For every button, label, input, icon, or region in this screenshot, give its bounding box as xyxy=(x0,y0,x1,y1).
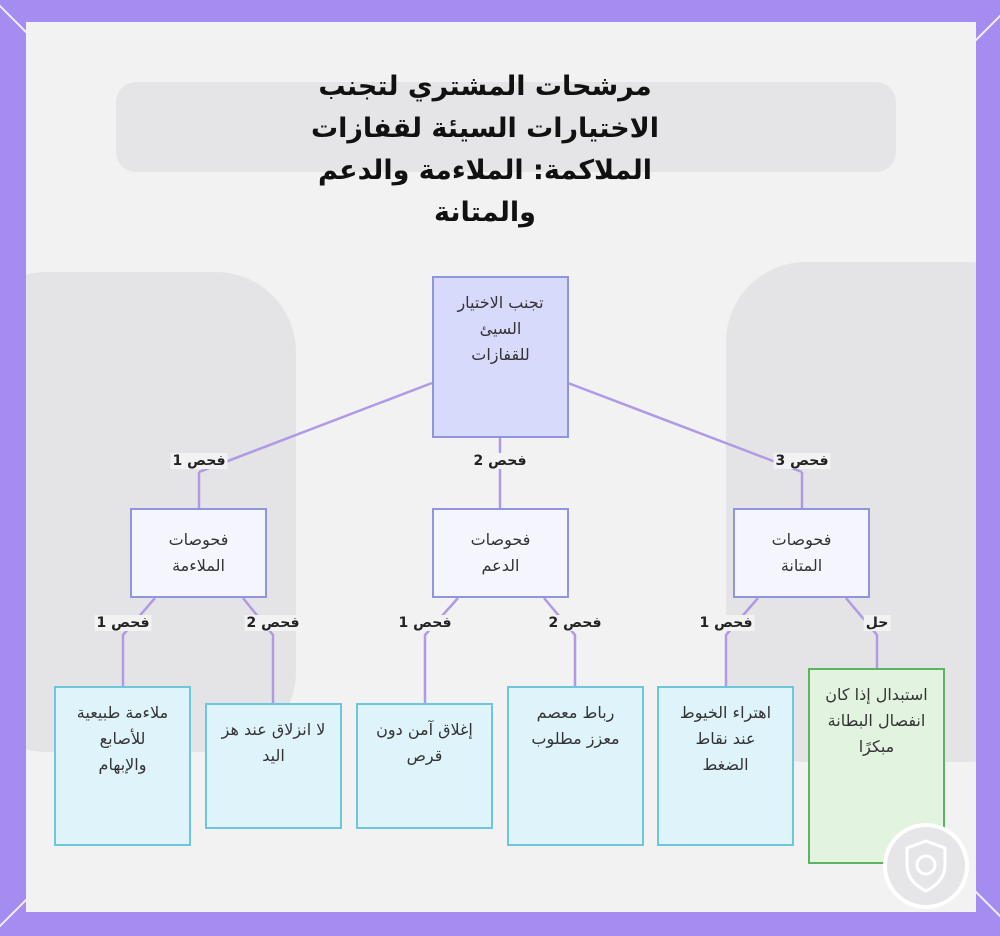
edge-support-leaf3 xyxy=(425,598,458,703)
edge-root-durability xyxy=(568,383,802,472)
leaf-label: رباط معصم معزز مطلوب xyxy=(526,700,626,752)
edge-label-leaf-5: فحص 1 xyxy=(698,615,755,631)
edge-label-leaf-3: فحص 1 xyxy=(397,615,454,631)
leaf-label: اهتراء الخيوط عند نقاط الضغط xyxy=(676,700,776,778)
leaf-label: ملاءمة طبيعية للأصابع والإبهام xyxy=(77,700,169,778)
leaf-node-wrist-strap: رباط معصم معزز مطلوب xyxy=(507,686,644,846)
leaf-node-secure-closure: إغلاق آمن دون قرص xyxy=(356,703,493,829)
edge-label-leaf-1: فحص 1 xyxy=(95,615,152,631)
edge-durability-leaf6 xyxy=(846,598,877,668)
edge-label-top-3: فحص 3 xyxy=(774,453,831,469)
category-support-label: فحوصات الدعم xyxy=(451,527,551,579)
leaf-label: لا انزلاق عند هز اليد xyxy=(219,717,329,769)
edge-label-top-2: فحص 2 xyxy=(472,453,529,469)
category-fit-label: فحوصات الملاءمة xyxy=(149,527,249,579)
category-node-fit: فحوصات الملاءمة xyxy=(130,508,267,598)
edge-durability-leaf5 xyxy=(726,598,758,686)
edge-label-leaf-4: فحص 2 xyxy=(547,615,604,631)
category-node-support: فحوصات الدعم xyxy=(432,508,569,598)
category-durability-label: فحوصات المتانة xyxy=(752,527,852,579)
root-node-label: تجنب الاختيار السيئ للقفازات xyxy=(456,290,546,368)
edge-label-leaf-6: حل xyxy=(864,615,891,631)
root-node: تجنب الاختيار السيئ للقفازات xyxy=(432,276,569,438)
leaf-node-stitch-wear: اهتراء الخيوط عند نقاط الضغط xyxy=(657,686,794,846)
leaf-node-natural-fit: ملاءمة طبيعية للأصابع والإبهام xyxy=(54,686,191,846)
edge-label-top-1: فحص 1 xyxy=(171,453,228,469)
edge-fit-leaf2 xyxy=(243,598,273,703)
leaf-node-no-slip: لا انزلاق عند هز اليد xyxy=(205,703,342,829)
edge-label-leaf-2: فحص 2 xyxy=(245,615,302,631)
category-node-durability: فحوصات المتانة xyxy=(733,508,870,598)
edge-fit-leaf1 xyxy=(123,598,155,686)
edge-root-fit xyxy=(199,383,432,472)
edge-support-leaf4 xyxy=(544,598,575,686)
leaf-label: إغلاق آمن دون قرص xyxy=(375,717,475,769)
leaf-label: استبدال إذا كان انفصال البطانة مبكرًا xyxy=(822,682,932,760)
shield-badge-icon xyxy=(883,823,969,909)
